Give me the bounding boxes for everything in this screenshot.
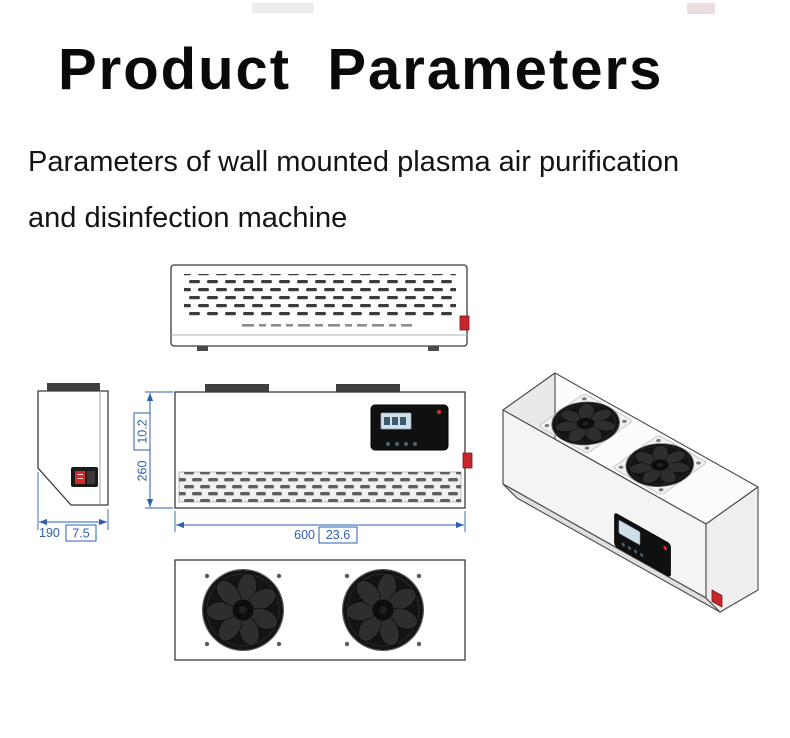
page-title: Product Parameters (58, 37, 664, 102)
front-view-mount-foot (336, 384, 400, 393)
page-artifact (687, 3, 715, 14)
top-view-foot (197, 346, 208, 351)
iso-fan-screws (544, 397, 701, 492)
width-dimension-in: 23.6 (326, 528, 350, 542)
technical-drawing: 190 7.5 (37, 264, 759, 661)
subtitle-line-1: Parameters of wall mounted plasma air pu… (28, 146, 680, 178)
iso-front-plane (614, 513, 671, 577)
page-subtitle: Parameters of wall mounted plasma air pu… (28, 134, 679, 246)
top-view-label-marks (242, 324, 412, 327)
perspective-view (502, 372, 759, 613)
side-view-mount-foot (47, 383, 100, 391)
height-dimension-mm: 260 (136, 461, 150, 482)
top-view (170, 264, 470, 351)
front-view: 260 10.2 600 23.6 (133, 384, 473, 544)
control-panel (370, 404, 449, 451)
subtitle-line-2: and disinfection machine (28, 202, 348, 234)
iso-panel-indicator-led (663, 545, 667, 551)
fan-screws (204, 573, 422, 647)
width-dimension-box (318, 526, 358, 544)
top-view-power-switch (459, 315, 470, 331)
height-dimension-in: 10.2 (136, 419, 150, 443)
depth-dimension (37, 472, 109, 530)
top-view-vent-grille (184, 274, 456, 318)
width-dimension (174, 511, 466, 532)
front-view-power-switch (462, 452, 473, 469)
panel-indicator-led (436, 409, 442, 415)
width-dimension-mm: 600 (294, 528, 315, 542)
fan-right (342, 569, 424, 651)
depth-dimension-box (65, 524, 97, 542)
front-view-mount-foot (205, 384, 269, 393)
bottom-view (174, 559, 466, 661)
top-view-foot (428, 346, 439, 351)
depth-dimension-mm: 190 (39, 526, 60, 540)
iso-top-plane (537, 392, 708, 496)
page-artifact (252, 3, 314, 13)
iso-power-switch (711, 589, 723, 608)
side-view-power-switch (71, 467, 98, 487)
iso-panel-buttons (621, 542, 644, 557)
iso-right-face (705, 486, 759, 613)
front-view-vent-grille (179, 472, 461, 502)
side-view: 190 7.5 (37, 383, 109, 542)
panel-buttons (386, 442, 417, 446)
depth-dimension-in: 7.5 (72, 527, 89, 541)
iso-panel-display (618, 520, 641, 545)
height-dimension-box (133, 412, 151, 451)
fan-left (202, 569, 284, 651)
